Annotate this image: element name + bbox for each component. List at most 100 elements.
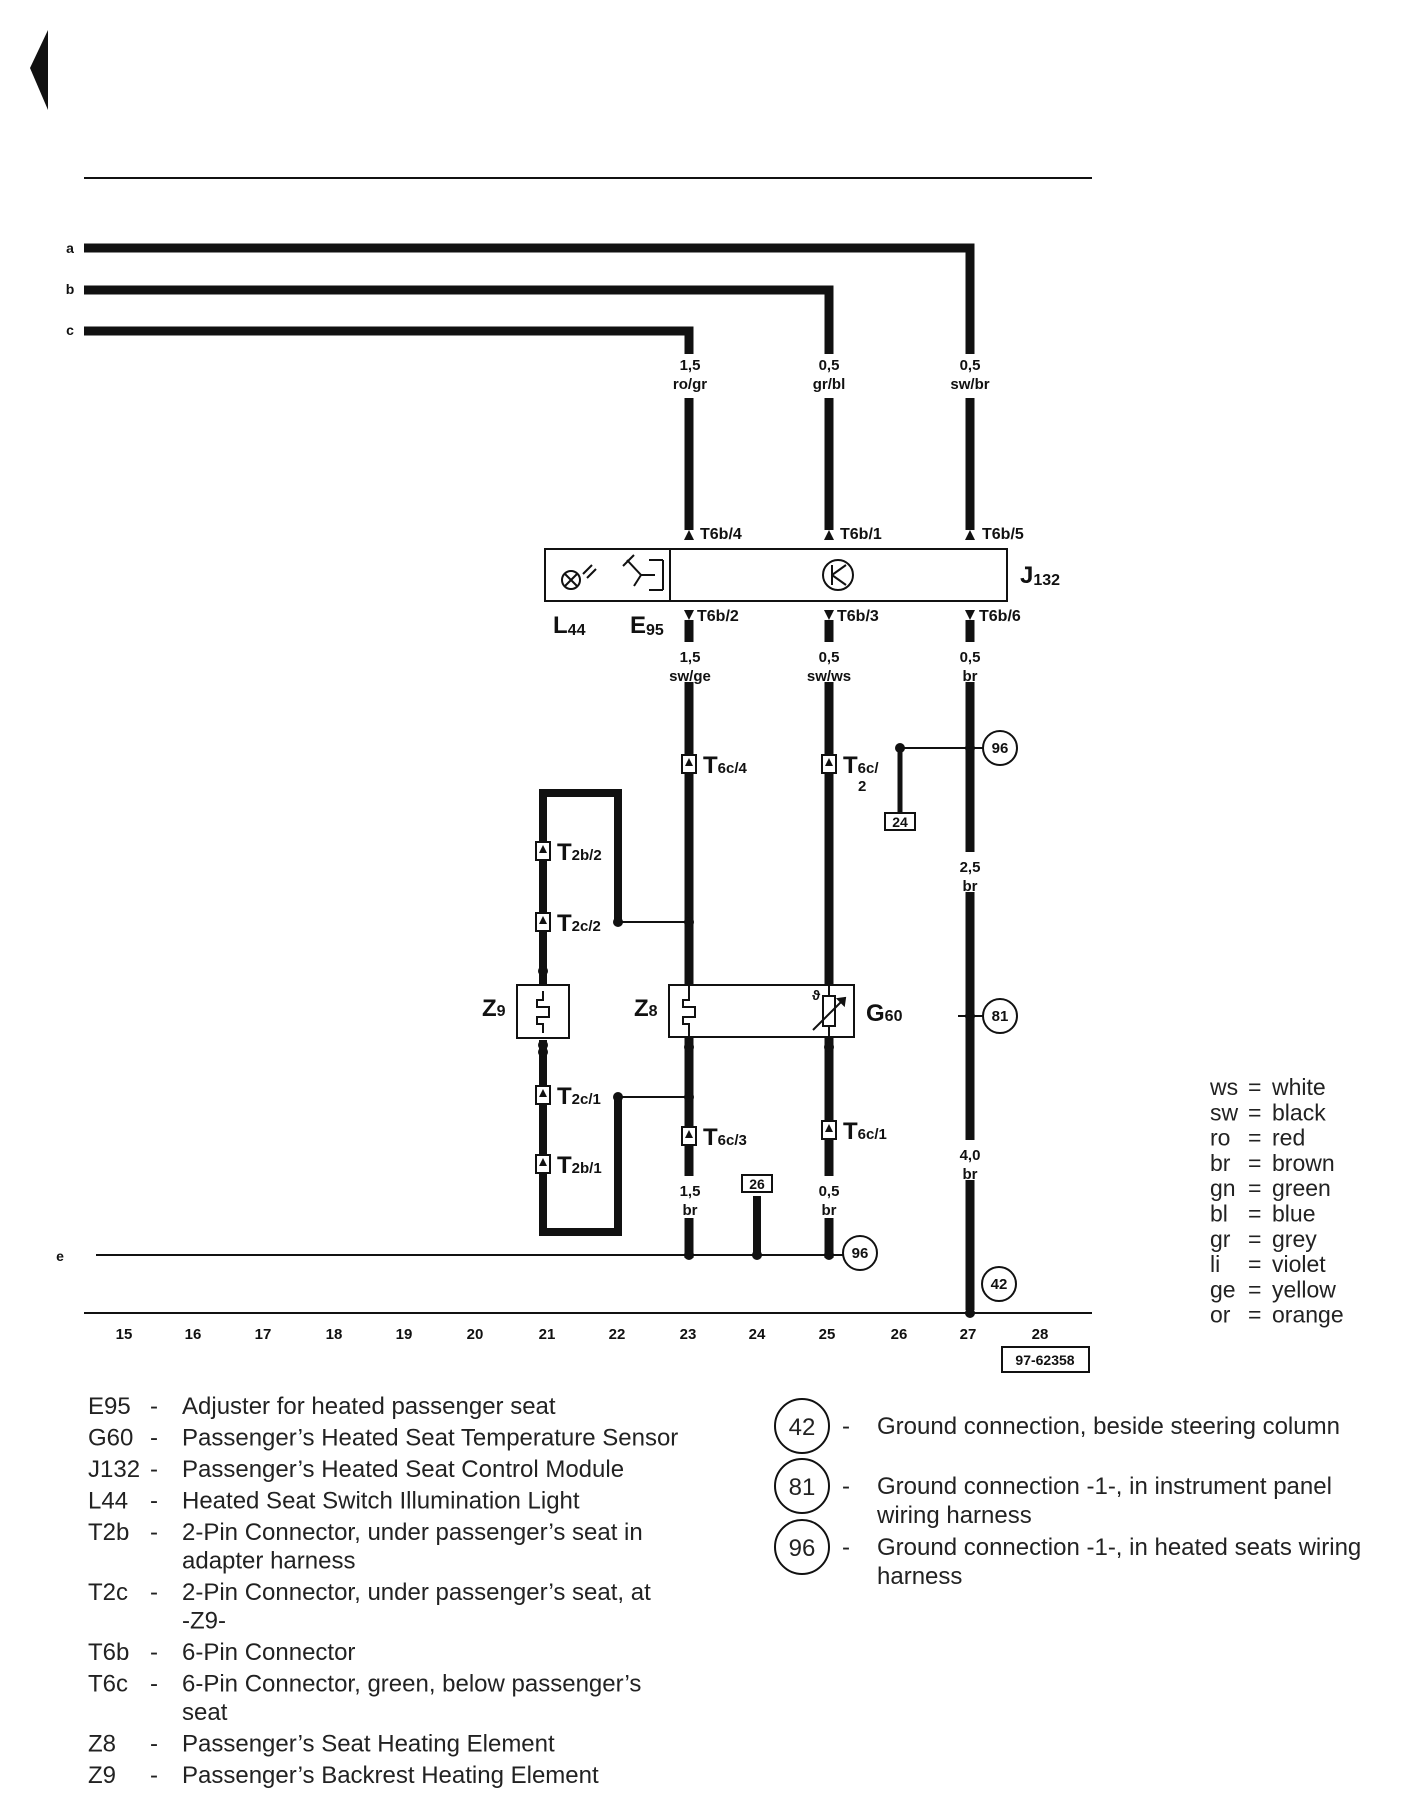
color-code-name: grey: [1272, 1226, 1317, 1252]
e95-label: E95: [630, 612, 664, 639]
legend-code: L44: [88, 1488, 128, 1515]
legend-dash: -: [150, 1579, 158, 1606]
ground-legend: 42-Ground connection, beside steering co…: [774, 1398, 1361, 1590]
rail-c: [84, 326, 694, 530]
legend-desc: 6-Pin Connector: [182, 1639, 355, 1666]
ground-point-icon: [842, 1235, 878, 1271]
legend-code: T2c: [88, 1579, 128, 1606]
back-arrow-icon[interactable]: [30, 30, 48, 110]
ground-point-icon: [982, 998, 1018, 1034]
pin-t6b4-label: T6b/4: [700, 526, 742, 543]
pin-t6c4-label: T6c/4: [703, 752, 748, 779]
adjuster-icon: [622, 554, 664, 591]
rail-a: [84, 243, 975, 530]
ground-legend-desc: Ground connection -1-, in heated seats w…: [877, 1534, 1361, 1561]
legend-desc: Heated Seat Switch Illumination Light: [182, 1488, 580, 1515]
ground-point-icon: [981, 1266, 1017, 1302]
transistor-icon: [822, 559, 854, 591]
legend-dash: -: [150, 1731, 158, 1758]
component-legend: E95-Adjuster for heated passenger seatG6…: [88, 1393, 678, 1789]
color-code-eq: =: [1248, 1201, 1261, 1227]
wire-size-label: 0,5: [960, 357, 981, 374]
connector-t6c: [681, 754, 837, 1146]
color-code-abbr: ws: [1209, 1074, 1238, 1100]
ref-box-24: [884, 812, 916, 831]
ground-point-icon: [982, 730, 1018, 766]
legend-dash: -: [150, 1488, 158, 1515]
wire-size-label: 1,5: [680, 1183, 701, 1200]
rail-e-label: e: [56, 1248, 64, 1264]
svg-text:19: 19: [396, 1326, 413, 1343]
svg-text:27: 27: [960, 1326, 977, 1343]
color-code-abbr: bl: [1210, 1201, 1228, 1227]
rail-a-label: a: [66, 240, 74, 256]
color-code-name: red: [1272, 1125, 1305, 1151]
legend-dash: -: [150, 1671, 158, 1698]
color-code-legend: ws=whitesw=blackro=redbr=browngn=greenbl…: [1209, 1074, 1344, 1328]
color-code-abbr: li: [1210, 1251, 1220, 1277]
pin-t2c2-label: T2c/2: [557, 910, 601, 937]
wire-size-label: 4,0: [960, 1147, 981, 1164]
ground-legend-desc: Ground connection, beside steering colum…: [877, 1413, 1340, 1440]
svg-text:20: 20: [467, 1326, 484, 1343]
legend-desc: Passenger’s Seat Heating Element: [182, 1731, 555, 1758]
color-code-abbr: br: [1210, 1150, 1231, 1176]
svg-text:ϑ: ϑ: [812, 987, 821, 1003]
ground-legend-num: 42: [789, 1414, 816, 1441]
legend-desc: seat: [182, 1699, 228, 1726]
legend-desc: -Z9-: [182, 1608, 226, 1635]
pin-t2b2-label: T2b/2: [557, 839, 602, 866]
color-code-eq: =: [1248, 1175, 1261, 1201]
svg-text:26: 26: [891, 1326, 908, 1343]
pin-t6b2-label: T6b/2: [697, 608, 739, 625]
wire-color-label: gr/bl: [813, 376, 846, 393]
color-code-name: violet: [1272, 1251, 1326, 1277]
legend-dash: -: [150, 1456, 158, 1483]
wire-size-label: 2,5: [960, 859, 981, 876]
ref-box-26: [741, 1174, 773, 1193]
color-code-name: blue: [1272, 1201, 1315, 1227]
color-code-eq: =: [1248, 1099, 1261, 1125]
pin-t2c1-label: T2c/1: [557, 1083, 601, 1110]
wire-color-label: br: [963, 878, 978, 895]
ground-legend-desc: wiring harness: [876, 1502, 1032, 1529]
color-code-eq: =: [1248, 1150, 1261, 1176]
wire-color-label: ro/gr: [673, 376, 707, 393]
ref-26-label: 26: [749, 1176, 765, 1192]
legend-dash: -: [842, 1413, 850, 1440]
svg-text:16: 16: [185, 1326, 202, 1343]
color-code-abbr: gn: [1210, 1175, 1236, 1201]
color-code-abbr: or: [1210, 1302, 1231, 1328]
color-code-abbr: sw: [1210, 1099, 1239, 1125]
legend-desc: Adjuster for heated passenger seat: [182, 1393, 556, 1420]
color-code-eq: =: [1248, 1251, 1261, 1277]
ground-legend-num: 81: [789, 1474, 816, 1501]
color-code-eq: =: [1248, 1226, 1261, 1252]
legend-dash: -: [150, 1393, 158, 1420]
wire-color-label: br: [963, 668, 978, 685]
ground-circle-icon: [774, 1398, 830, 1454]
legend-dash: -: [842, 1534, 850, 1561]
wire-size-label: 0,5: [960, 649, 981, 666]
color-code-abbr: ge: [1210, 1276, 1236, 1302]
wire-color-label: sw/ws: [807, 668, 851, 685]
legend-dash: -: [150, 1425, 158, 1452]
column-numbers: 15 16 17 18 19 20 21 22 23 24 25 26 27 2…: [116, 1326, 1049, 1343]
legend-desc: Passenger’s Heated Seat Control Module: [182, 1456, 624, 1483]
legend-dash: -: [842, 1473, 850, 1500]
pin-t6b5-label: T6b/5: [982, 526, 1024, 543]
color-code-eq: =: [1248, 1125, 1261, 1151]
wire-size-label: 1,5: [680, 357, 701, 374]
legend-dash: -: [150, 1639, 158, 1666]
legend-code: Z8: [88, 1731, 116, 1758]
ground-circle-icon: [774, 1519, 830, 1575]
color-code-eq: =: [1248, 1074, 1261, 1100]
z9-loop-wiring: [539, 789, 689, 1236]
z8-g60-component: [668, 984, 855, 1038]
pin-t6c3-label: T6c/3: [703, 1124, 747, 1151]
wire-color-label: sw/br: [950, 376, 989, 393]
color-code-name: brown: [1272, 1150, 1335, 1176]
temperature-sensor-icon: ϑ: [812, 985, 847, 1037]
z8-label: Z8: [634, 995, 658, 1022]
